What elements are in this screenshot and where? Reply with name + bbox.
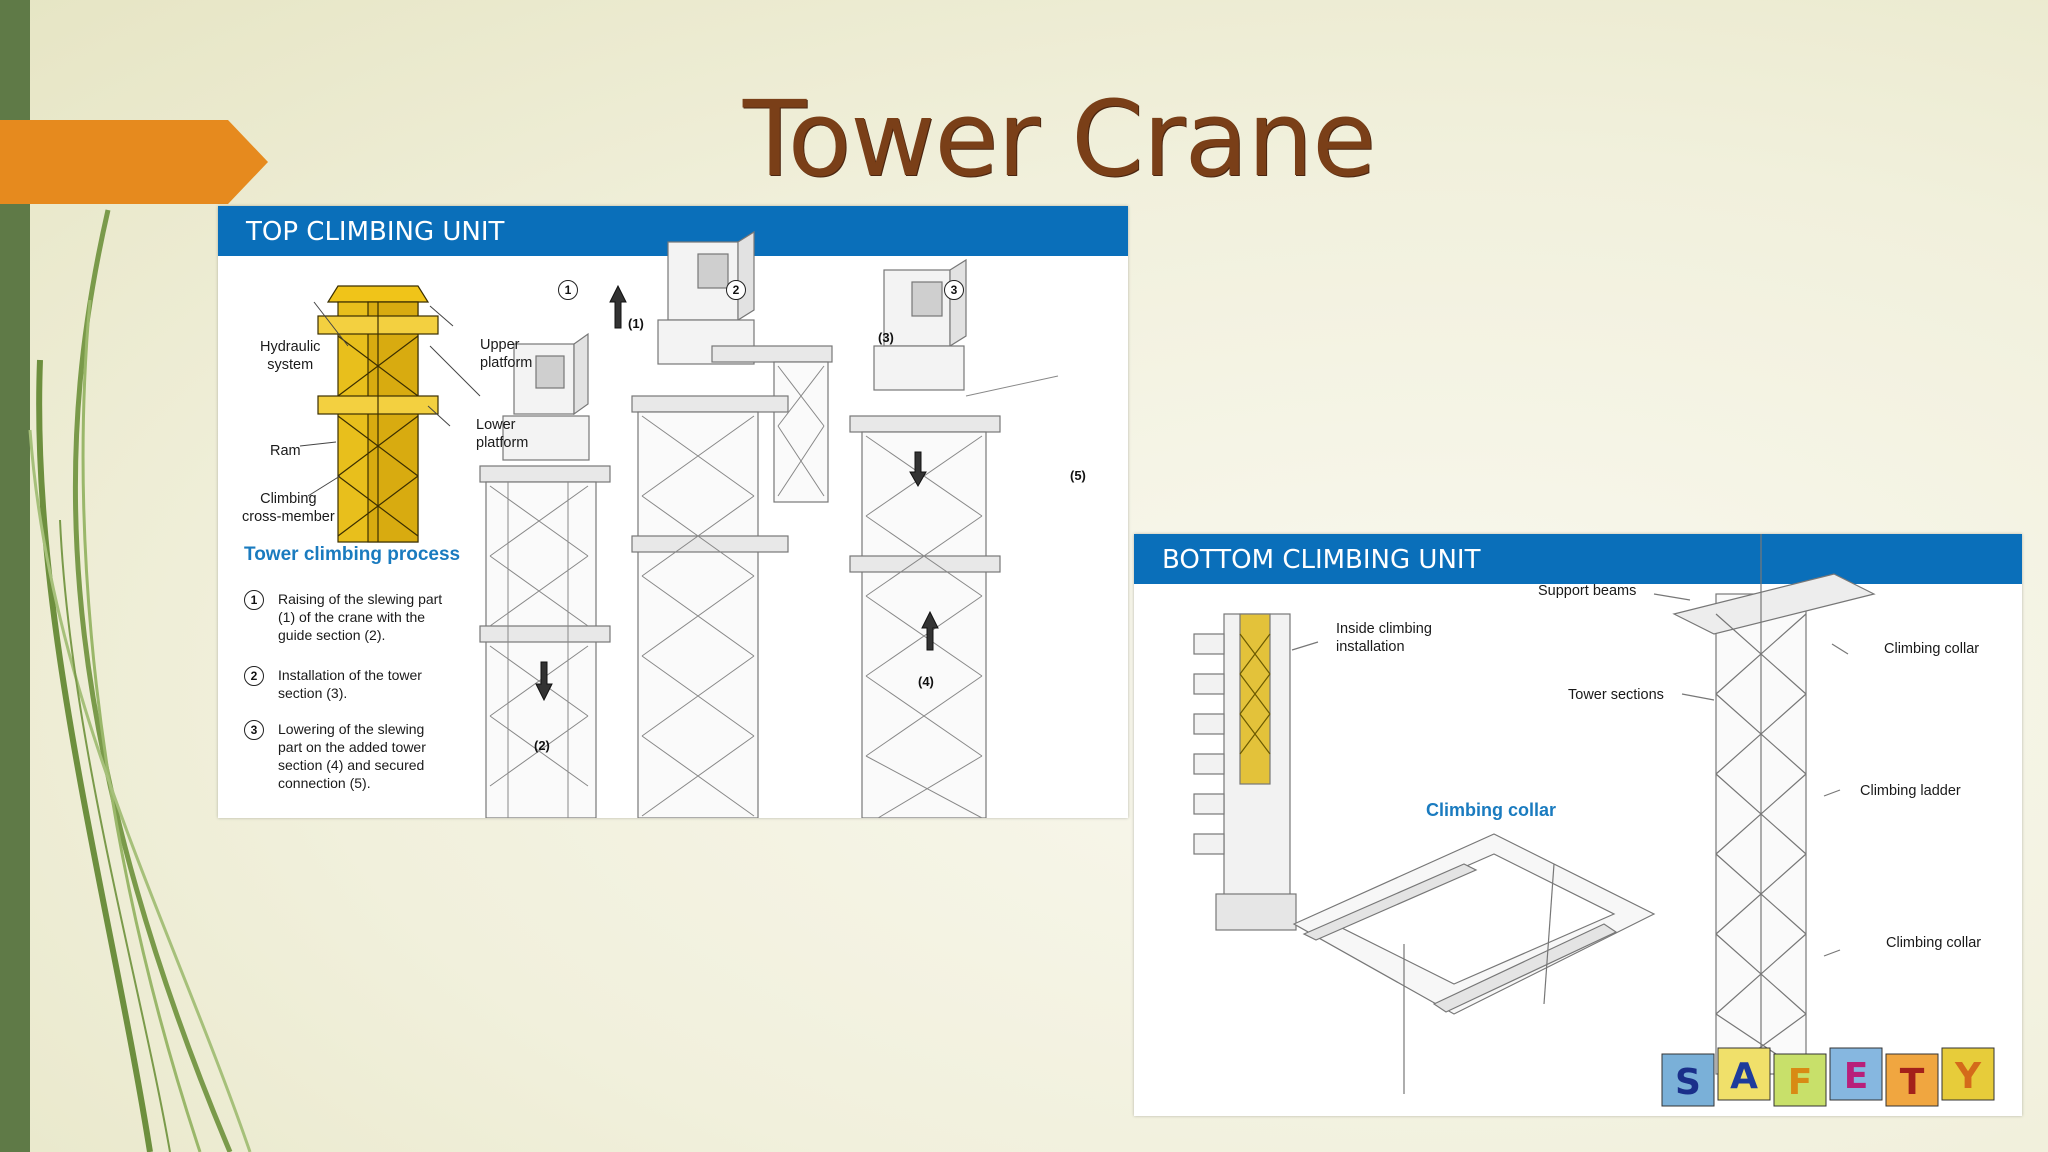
safety-letter-f: F [1788, 1062, 1813, 1103]
callout-4: (4) [918, 674, 934, 689]
figure-number-2: 2 [726, 280, 746, 300]
safety-letter-t: T [1900, 1062, 1925, 1103]
label-climbing-cross-member: Climbing cross-member [242, 491, 335, 525]
motion-arrows [535, 284, 939, 702]
climbing-collar-frame [1292, 833, 1656, 1094]
callout-5: (5) [1070, 468, 1086, 483]
safety-letter-e: E [1844, 1056, 1869, 1097]
bottom-panel-header-text: BOTTOM CLIMBING UNIT [1162, 545, 1481, 575]
title-accent-arrow [0, 120, 268, 204]
bottom-climbing-illustration [1193, 534, 1876, 1094]
safety-blocks-image: S A F E T Y [1661, 1047, 1995, 1107]
label-lower-platform: Lower platform [476, 417, 529, 451]
slide-title: Tower Crane [742, 78, 1376, 200]
decorative-grass-lines [28, 209, 252, 1152]
bottom-climbing-unit-panel: BOTTOM CLIMBING UNIT [1134, 534, 2022, 1116]
label-hydraulic-system: Hydraulic system [260, 339, 321, 373]
top-panel-header-text: TOP CLIMBING UNIT [246, 217, 505, 247]
climbing-collar-title: Climbing collar [1426, 800, 1557, 820]
step-1-number: 1 [244, 590, 264, 610]
step-3-text: Lowering of the slewing part on the adde… [278, 721, 426, 791]
callout-2: (2) [534, 738, 550, 753]
tower-drawing-3 [849, 258, 1001, 818]
label-climbing-ladder: Climbing ladder [1860, 783, 1961, 799]
label-ram: Ram [270, 443, 301, 459]
callout-3: (3) [878, 330, 894, 345]
step-2-number: 2 [244, 666, 264, 686]
label-climbing-collar-bottom: Climbing collar [1886, 935, 1982, 951]
safety-letter-a: A [1730, 1056, 1758, 1097]
safety-letter-y: Y [1954, 1056, 1982, 1097]
bottom-panel-header: BOTTOM CLIMBING UNIT [1134, 534, 2022, 584]
tower-climbing-process-title: Tower climbing process [244, 544, 461, 565]
label-climbing-collar-top: Climbing collar [1884, 641, 1980, 657]
label-upper-platform: Upper platform [480, 337, 533, 371]
step-1-text: Raising of the slewing part (1) of the c… [278, 591, 443, 643]
step-3-number: 3 [244, 720, 264, 740]
step-2-text: Installation of the tower section (3). [278, 667, 422, 701]
top-panel-header: TOP CLIMBING UNIT [218, 206, 1128, 256]
label-tower-sections: Tower sections [1568, 687, 1664, 703]
label-support-beams: Support beams [1538, 583, 1637, 599]
top-climbing-unit-panel: TOP CLIMBING UNIT [218, 206, 1128, 818]
figure-number-3: 3 [944, 280, 964, 300]
callout-1: (1) [628, 316, 644, 331]
inside-climbing-building [1193, 613, 1297, 931]
yellow-climbing-unit [317, 285, 439, 543]
tower-drawing-1 [479, 332, 611, 818]
top-climbing-illustration [299, 230, 1059, 818]
tower-drawing-2 [631, 230, 833, 818]
label-inside-climbing-installation: Inside climbing installation [1336, 621, 1432, 655]
safety-letter-s: S [1675, 1062, 1701, 1103]
figure-number-1: 1 [558, 280, 578, 300]
tower-sections-mast [1291, 534, 1876, 1094]
